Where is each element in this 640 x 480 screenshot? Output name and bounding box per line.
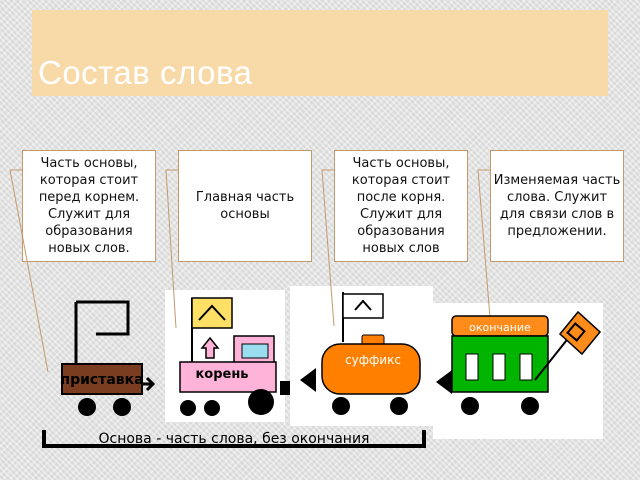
root-wheel <box>204 400 220 416</box>
ending-wheel <box>521 397 539 415</box>
prefix-definition-box: Часть основы, которая стоит перед корнем… <box>22 150 156 262</box>
ending-label: окончание <box>469 321 531 334</box>
ending-car <box>436 310 602 415</box>
ending-definition-box: Изменяемая часть слова. Служит для связи… <box>490 150 624 262</box>
prefix-car <box>61 300 156 416</box>
ending-window <box>465 353 479 381</box>
suffix-coupler-arrow <box>300 368 316 392</box>
stem-caption: Основа - часть слова, без окончания <box>99 431 370 447</box>
root-wheel <box>248 389 274 415</box>
ending-coupler-arrow <box>436 370 452 394</box>
root-flag <box>191 297 233 329</box>
ending-flag-pole <box>534 335 571 381</box>
prefix-definition-text: Часть основы, которая стоит перед корнем… <box>38 156 140 256</box>
ending-wheel <box>461 397 479 415</box>
ending-connector <box>477 169 491 319</box>
root-window <box>241 343 269 359</box>
root-definition-box: Главная часть основы <box>178 150 312 262</box>
suffix-car <box>300 292 421 415</box>
suffix-definition-text: Часть основы, которая стоит после корня.… <box>351 156 451 256</box>
connector-lines <box>9 169 491 373</box>
suffix-label: суффикс <box>345 353 401 367</box>
prefix-label: приставка <box>60 372 143 388</box>
suffix-wheel <box>390 397 408 415</box>
suffix-definition-box: Часть основы, которая стоит после корня.… <box>334 150 468 262</box>
ending-flag <box>558 310 602 356</box>
ending-flag-mark <box>566 322 586 342</box>
root-wheel <box>180 400 196 416</box>
suffix-connector <box>321 169 335 327</box>
ending-window <box>519 353 533 381</box>
root-chimney-arrow <box>200 336 220 359</box>
root-car-body <box>179 361 277 393</box>
ending-window <box>492 353 506 381</box>
prefix-flag <box>74 300 130 336</box>
root-label: корень <box>195 367 248 382</box>
title-bar: Состав слова <box>32 10 608 96</box>
root-definition-text: Главная часть основы <box>195 190 295 222</box>
suffix-tank <box>321 343 421 395</box>
prefix-wheel <box>113 398 131 416</box>
prefix-wheel <box>78 398 96 416</box>
suffix-flag <box>342 293 384 319</box>
root-connector <box>165 169 178 329</box>
root-coupler <box>280 381 290 395</box>
page-title: Состав слова <box>38 54 253 91</box>
prefix-car-body <box>61 363 143 395</box>
prefix-coupler <box>141 376 156 392</box>
stem-bracket <box>42 430 426 448</box>
ending-definition-text: Изменяемая часть слова. Служит для связи… <box>493 173 621 239</box>
suffix-wheel <box>332 397 350 415</box>
suffix-flag-mark <box>354 299 372 311</box>
root-car <box>179 297 290 416</box>
root-flag-mark <box>198 304 226 321</box>
prefix-connector <box>9 169 49 373</box>
